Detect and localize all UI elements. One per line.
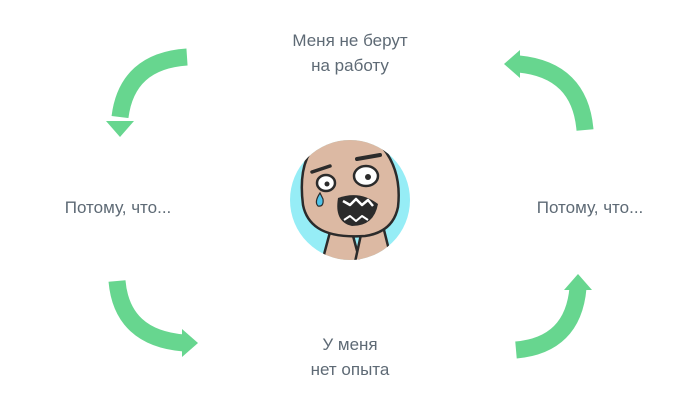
arrow-bottom-left	[108, 279, 198, 357]
label-not-hired: Меня не берут на работу	[250, 28, 450, 78]
label-because-left: Потому, что...	[28, 195, 208, 220]
arrow-top-left	[106, 48, 188, 137]
label-no-experience-line-2: нет опыта	[310, 360, 390, 379]
arrow-top-right	[504, 50, 594, 131]
label-because-right: Потому, что...	[500, 195, 680, 220]
label-because-right-text: Потому, что...	[536, 198, 644, 217]
crying-rage-face-icon	[290, 140, 410, 260]
label-no-experience: У меня нет опыта	[250, 332, 450, 382]
label-not-hired-line-2: на работу	[311, 56, 389, 75]
arrow-bottom-right	[514, 274, 592, 359]
label-no-experience-line-1: У меня	[322, 335, 378, 354]
label-not-hired-line-1: Меня не берут	[292, 31, 408, 50]
label-because-left-text: Потому, что...	[64, 198, 172, 217]
